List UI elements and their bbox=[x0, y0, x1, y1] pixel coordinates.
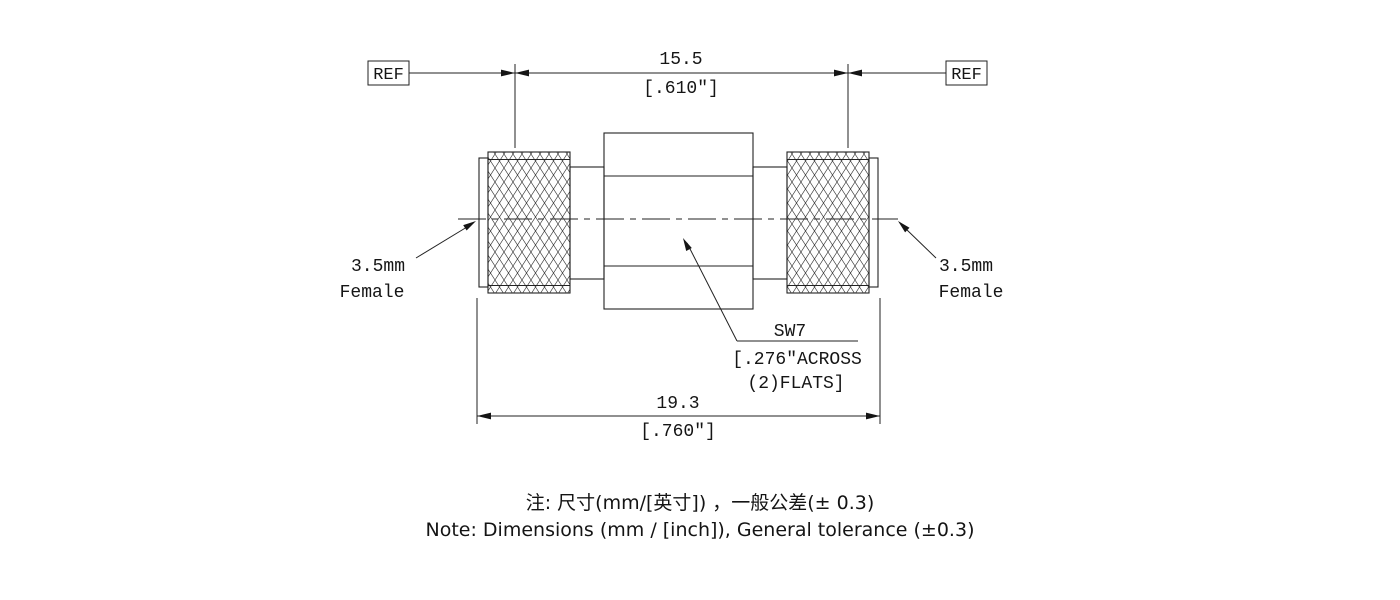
bottom-arrow-left bbox=[477, 412, 491, 420]
top-arrow-right-outer bbox=[848, 69, 862, 77]
ref-label-right: REF bbox=[951, 66, 982, 85]
hex-detail-line1: [.276″ACROSS bbox=[732, 350, 862, 370]
right-callout-arrow bbox=[898, 221, 910, 233]
dim-width-inch: [.610″] bbox=[643, 79, 719, 99]
notes-block: 注: 尺寸(mm/[英寸]) ，一般公差(± 0.3) Note: Dimens… bbox=[0, 490, 1400, 544]
left-callout-leader bbox=[415, 226, 468, 259]
hex-callout-leader bbox=[686, 242, 738, 342]
left-end-cap bbox=[478, 157, 489, 288]
right-connector-label-line2: Female bbox=[939, 283, 1004, 303]
hex-callout-arrow bbox=[683, 238, 692, 251]
note-chinese: 注: 尺寸(mm/[英寸]) ，一般公差(± 0.3) bbox=[525, 492, 875, 514]
dim-length-mm: 19.3 bbox=[656, 394, 699, 414]
top-arrow-left-inner bbox=[515, 69, 529, 77]
hex-body bbox=[603, 132, 754, 310]
dim-width-mm: 15.5 bbox=[659, 50, 702, 70]
dim-length-inch: [.760″] bbox=[640, 422, 716, 442]
top-arrow-right-inner bbox=[834, 69, 848, 77]
hex-detail-line2: (2)FLATS] bbox=[747, 374, 844, 394]
hex-label: SW7 bbox=[774, 322, 806, 342]
right-end-cap bbox=[868, 157, 879, 288]
right-thread-section bbox=[786, 151, 870, 294]
top-arrow-left-outer bbox=[501, 69, 515, 77]
right-callout-leader bbox=[905, 228, 937, 259]
right-connector-label-line1: 3.5mm bbox=[939, 257, 993, 277]
left-thread-section bbox=[487, 151, 571, 294]
right-neck bbox=[752, 166, 788, 280]
bottom-arrow-right bbox=[866, 412, 880, 420]
ref-label-left: REF bbox=[373, 66, 404, 85]
left-neck bbox=[569, 166, 605, 280]
left-connector-label-line2: Female bbox=[340, 283, 405, 303]
note-english: Note: Dimensions (mm / [inch]), General … bbox=[425, 519, 975, 541]
left-connector-label-line1: 3.5mm bbox=[351, 257, 405, 277]
left-callout-arrow bbox=[463, 221, 476, 231]
